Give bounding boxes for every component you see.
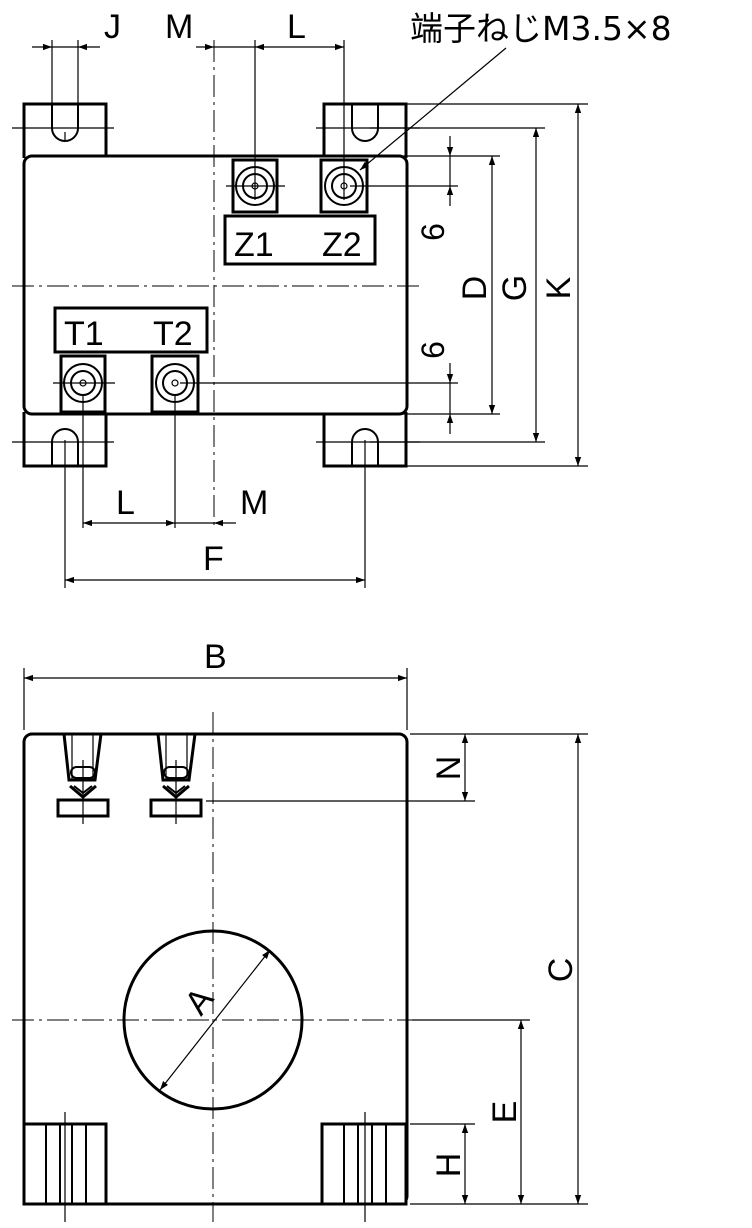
dim-label-f: F	[203, 540, 224, 578]
mounting-foot-top-right	[322, 102, 408, 158]
dim-label-6-bottom: 6	[415, 341, 451, 359]
dim-label-6-top: 6	[415, 223, 451, 241]
front-view: B A	[12, 638, 588, 1222]
top-view: Z1 Z2 T1 T2	[12, 8, 672, 588]
terminal-label-t2: T2	[153, 315, 193, 353]
dim-label-g: G	[496, 275, 534, 301]
dim-label-j: J	[104, 8, 121, 46]
terminal-label-box-t	[53, 306, 209, 354]
front-foot-right	[320, 1112, 408, 1222]
dim-label-c: C	[542, 958, 580, 983]
terminal-side-right	[149, 733, 203, 824]
slot-bottom-left	[51, 428, 79, 466]
slot-top-left	[51, 104, 79, 142]
note-leader	[359, 47, 507, 171]
terminal-label-t1: T1	[64, 315, 104, 353]
dim-label-m-top: M	[165, 8, 193, 46]
dim-label-n: N	[430, 756, 468, 781]
terminal-label-z1: Z1	[234, 226, 274, 264]
dim-label-b: B	[204, 638, 227, 676]
slot-bottom-right	[351, 428, 379, 466]
front-foot-left	[22, 1112, 108, 1222]
terminal-label-box-z	[223, 214, 377, 266]
dim-label-l-bottom: L	[116, 484, 135, 522]
dim-label-e: E	[486, 1101, 524, 1124]
dim-label-m-bottom: M	[240, 484, 268, 522]
terminal-side-left	[56, 733, 110, 824]
slot-top-right	[351, 104, 379, 142]
dim-label-l-top: L	[287, 8, 306, 46]
terminal-label-z2: Z2	[322, 226, 362, 264]
top-view-body	[22, 154, 409, 416]
dim-label-d: D	[456, 276, 494, 301]
dim-label-k: K	[540, 276, 578, 299]
mounting-foot-top-left	[22, 102, 108, 158]
dim-label-h: H	[430, 1153, 468, 1178]
terminal-screw-note: 端子ねじM3.5×8	[410, 9, 672, 48]
